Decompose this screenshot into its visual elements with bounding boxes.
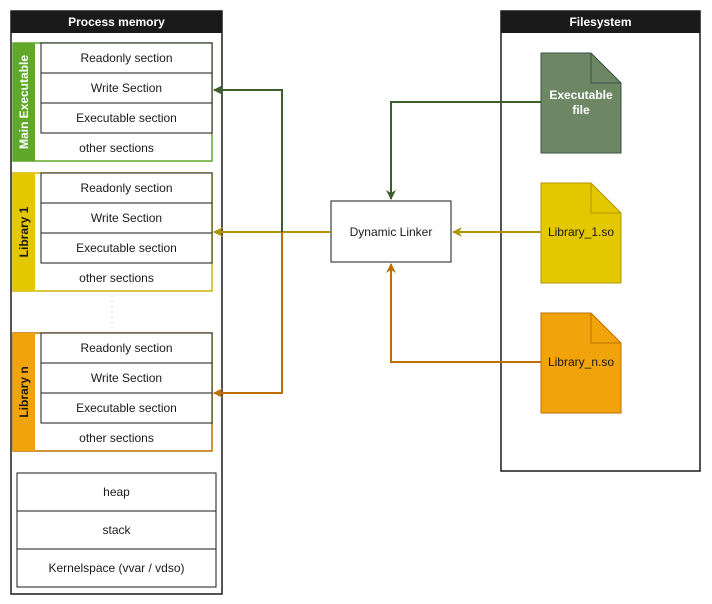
libn-write-section-label: Write Section: [91, 371, 162, 385]
main-readonly-section-label: Readonly section: [80, 51, 172, 65]
libn-executable-section: [40, 392, 213, 424]
arrows: [213, 85, 541, 398]
lib1-readonly-section: [40, 172, 213, 204]
library-n-file-label: Library_n.so: [548, 355, 614, 369]
filesystem-header: [501, 11, 700, 33]
libn-other-sections-label: other sections: [79, 431, 154, 445]
group-main-executable: Main Executable Readonly section Write S…: [12, 42, 213, 162]
main-write-section: [40, 72, 213, 104]
group-library-1: Library 1 Readonly section Write Section…: [12, 172, 213, 292]
group-main-label: Main Executable: [17, 55, 31, 149]
dynamic-linker: Dynamic Linker: [330, 200, 452, 263]
process-memory-title: Process memory: [68, 15, 165, 29]
library-n-file-icon: [540, 312, 622, 414]
group-lib1-label: Library 1: [17, 206, 31, 257]
lib1-executable-section: [40, 232, 213, 264]
libn-executable-section-label: Executable section: [76, 401, 177, 415]
main-executable-section-label: Executable section: [76, 111, 177, 125]
executable-file-icon: [540, 52, 622, 154]
file-executable: Executable file: [540, 52, 622, 154]
file-library-n: Library_n.so: [540, 312, 622, 414]
main-write-section-label: Write Section: [91, 81, 162, 95]
dynamic-linker-label: Dynamic Linker: [350, 225, 433, 239]
group-libn-label: Library n: [17, 366, 31, 417]
stack-section-label: stack: [102, 523, 131, 537]
dynamic-linker-box: [330, 200, 452, 263]
main-executable-section: [40, 102, 213, 134]
arrow-libn-to-linker: [386, 263, 541, 363]
process-memory-header: [11, 11, 222, 33]
main-readonly-section: [40, 42, 213, 74]
libn-readonly-section: [40, 332, 213, 364]
lib1-write-section-label: Write Section: [91, 211, 162, 225]
arrow-linker-to-main-write: [213, 85, 283, 232]
lib1-other-sections-label: other sections: [79, 271, 154, 285]
libn-write-section: [40, 362, 213, 394]
file-library-1: Library_1.so: [540, 182, 622, 284]
kernelspace-section: [16, 548, 217, 588]
lib1-readonly-section-label: Readonly section: [80, 181, 172, 195]
group-library-n: Library n Readonly section Write Section…: [12, 332, 213, 452]
group-lib1-label-bar: [13, 173, 35, 291]
lib1-write-section: [40, 202, 213, 234]
lib1-executable-section-label: Executable section: [76, 241, 177, 255]
bottom-sections: heap stack Kernelspace (vvar / vdso): [16, 472, 217, 588]
group-libn-label-bar: [13, 333, 35, 451]
libn-readonly-section-label: Readonly section: [80, 341, 172, 355]
stack-section: [16, 510, 217, 550]
heap-section: [16, 472, 217, 512]
heap-section-label: heap: [103, 485, 130, 499]
filesystem-title: Filesystem: [569, 15, 631, 29]
executable-file-label-line2: file: [572, 103, 590, 117]
arrow-linker-to-libn-write: [213, 232, 283, 398]
main-other-sections-label: other sections: [79, 141, 154, 155]
executable-file-label-line1: Executable: [549, 88, 613, 102]
library-1-file-icon: [540, 182, 622, 284]
library-1-file-label: Library_1.so: [548, 225, 614, 239]
group-main-label-bar: [13, 43, 35, 161]
kernelspace-section-label: Kernelspace (vvar / vdso): [48, 561, 184, 575]
arrow-exe-to-linker: [386, 101, 541, 200]
